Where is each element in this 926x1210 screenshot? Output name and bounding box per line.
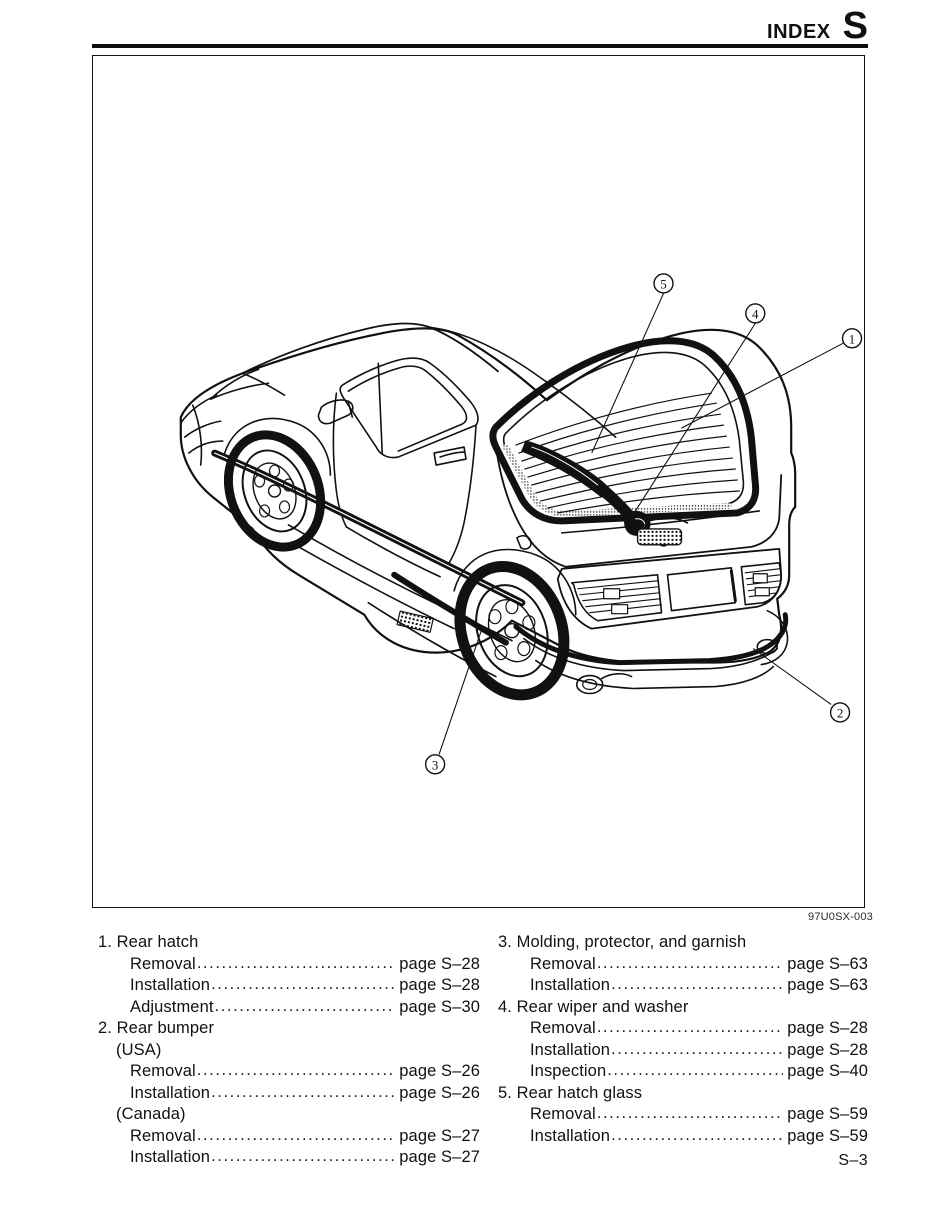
index-row[interactable]: Installation ...........................… — [498, 1040, 868, 1062]
index-entry-molding-protector-garnish: 3. Molding, protector, and garnish Remov… — [498, 932, 868, 997]
index-row[interactable]: Removal ................................… — [498, 1104, 868, 1126]
index-row-pageref: page S–28 — [787, 1040, 868, 1059]
index-row[interactable]: Removal ................................… — [98, 954, 480, 976]
index-row-pageref: page S–40 — [787, 1062, 868, 1080]
dot-leader: ........................................… — [611, 1039, 783, 1058]
svg-text:3: 3 — [432, 757, 438, 772]
dot-leader: ........................................… — [611, 1125, 783, 1144]
header-rule — [92, 44, 868, 48]
index-entry-rear-hatch: 1. Rear hatch Removal ..................… — [98, 932, 480, 1018]
index-entry-number: 3. — [498, 933, 512, 951]
index-entry-number: 5. — [498, 1083, 512, 1102]
index-entry-title: Rear wiper and washer — [516, 997, 689, 1016]
svg-text:4: 4 — [752, 306, 759, 321]
dot-leader: ........................................… — [196, 1125, 395, 1144]
index-row-pageref: page S–27 — [399, 1126, 480, 1145]
index-subheading-canada: (Canada) — [116, 1105, 186, 1123]
index-subheading-usa: (USA) — [116, 1040, 162, 1059]
index-row-label: Installation — [130, 1083, 211, 1102]
dot-leader: ........................................… — [196, 953, 395, 972]
svg-text:5: 5 — [660, 276, 666, 291]
index-row[interactable]: Installation ...........................… — [498, 975, 868, 997]
header-section-letter: S — [842, 5, 868, 47]
index-row-pageref: page S–59 — [787, 1126, 868, 1145]
index-row-pageref: page S–26 — [399, 1062, 480, 1080]
figure-code: 97U0SX-003 — [808, 911, 873, 923]
index-columns: 1. Rear hatch Removal ..................… — [0, 932, 926, 1166]
index-row-label: Adjustment — [130, 997, 214, 1016]
index-column-right: 3. Molding, protector, and garnish Remov… — [498, 932, 868, 1147]
index-row-pageref: page S–63 — [787, 976, 868, 994]
index-row-label: Installation — [530, 1126, 611, 1145]
index-row[interactable]: Installation ...........................… — [98, 975, 480, 997]
index-row-pageref: page S–59 — [787, 1105, 868, 1123]
index-row[interactable]: Removal ................................… — [98, 1061, 480, 1083]
index-entry-heading: 3. Molding, protector, and garnish — [498, 932, 868, 954]
index-row-label: Removal — [530, 954, 596, 973]
index-entry-heading: 1. Rear hatch — [98, 932, 480, 954]
index-row-label: Installation — [530, 976, 611, 994]
index-row[interactable]: Inspection .............................… — [498, 1061, 868, 1083]
index-row-pageref: page S–63 — [787, 954, 868, 973]
index-row[interactable]: Installation ...........................… — [498, 1126, 868, 1148]
index-entry-title: Rear hatch glass — [516, 1083, 643, 1102]
index-entry-number: 4. — [498, 997, 512, 1016]
index-row-label: Removal — [130, 1062, 196, 1080]
index-entry-heading: 2. Rear bumper — [98, 1018, 480, 1040]
dot-leader: ........................................… — [214, 996, 396, 1015]
index-entry-rear-wiper-and-washer: 4. Rear wiper and washer Removal .......… — [498, 997, 868, 1083]
index-entry-title: Rear hatch — [116, 933, 199, 951]
index-row-pageref: page S–27 — [399, 1148, 480, 1166]
dot-leader: ........................................… — [611, 975, 783, 993]
dot-leader: ........................................… — [211, 1147, 396, 1165]
index-row-pageref: page S–26 — [399, 1083, 480, 1102]
dot-leader: ........................................… — [607, 1061, 784, 1079]
index-row[interactable]: Removal ................................… — [98, 1126, 480, 1148]
svg-text:2: 2 — [837, 705, 843, 720]
index-entry-heading: 5. Rear hatch glass — [498, 1083, 868, 1105]
svg-text:1: 1 — [849, 331, 855, 346]
index-row-label: Removal — [130, 954, 196, 973]
index-row[interactable]: Installation ...........................… — [98, 1083, 480, 1105]
header-index-label: INDEX — [767, 21, 831, 43]
page-header: INDEX S — [92, 5, 868, 48]
index-row[interactable]: Removal ................................… — [498, 954, 868, 976]
index-entry-title: Molding, protector, and garnish — [516, 933, 747, 951]
index-row-label: Installation — [530, 1040, 611, 1059]
header-title: INDEX S — [767, 5, 868, 47]
index-column-left: 1. Rear hatch Removal ..................… — [98, 932, 480, 1169]
index-entry-number: 1. — [98, 933, 112, 951]
dot-leader: ........................................… — [596, 1104, 784, 1122]
index-entry-heading: 4. Rear wiper and washer — [498, 997, 868, 1019]
dot-leader: ........................................… — [596, 953, 784, 972]
index-entry-title: Rear bumper — [116, 1019, 215, 1037]
page-number: S–3 — [838, 1152, 868, 1169]
index-row[interactable]: Installation ...........................… — [98, 1147, 480, 1169]
dot-leader: ........................................… — [211, 1082, 396, 1101]
index-row-pageref: page S–28 — [399, 976, 480, 994]
index-row-label: Installation — [130, 976, 211, 994]
dot-leader: ........................................… — [211, 975, 396, 993]
index-row-label: Removal — [530, 1019, 596, 1037]
dot-leader: ........................................… — [596, 1018, 784, 1036]
index-row-label: Installation — [130, 1148, 211, 1166]
index-row-label: Removal — [530, 1105, 596, 1123]
index-row-pageref: page S–28 — [399, 954, 480, 973]
car-illustration: 5 4 1 2 3 — [179, 273, 863, 775]
callout-bubbles: 5 4 1 2 3 — [424, 273, 863, 775]
index-row-pageref: page S–30 — [399, 997, 480, 1016]
index-row-label: Removal — [130, 1126, 196, 1145]
index-entry-rear-bumper: 2. Rear bumper (USA) Removal ...........… — [98, 1018, 480, 1169]
dot-leader: ........................................… — [196, 1061, 395, 1079]
index-row-label: Inspection — [530, 1062, 607, 1080]
page-footer: S–3 — [0, 1152, 926, 1182]
index-entry-rear-hatch-glass: 5. Rear hatch glass Removal ............… — [498, 1083, 868, 1148]
figure-box: 5 4 1 2 3 — [92, 55, 865, 908]
index-row-pageref: page S–28 — [787, 1019, 868, 1037]
index-entry-number: 2. — [98, 1019, 112, 1037]
index-row[interactable]: Removal ................................… — [498, 1018, 868, 1040]
index-row[interactable]: Adjustment .............................… — [98, 997, 480, 1019]
